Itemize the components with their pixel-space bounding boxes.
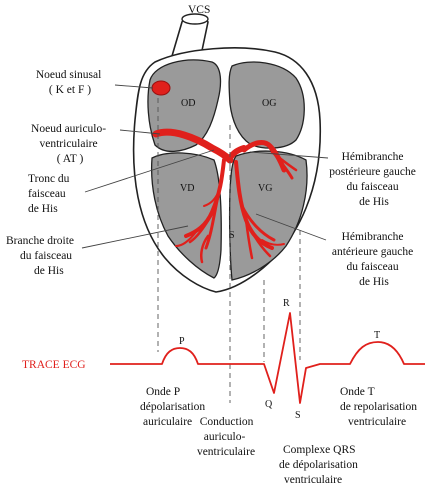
leader-lines — [81, 84, 329, 249]
vg-label: VG — [258, 183, 272, 194]
onde-p-label: Onde P dépolarisation auriculaire — [140, 386, 208, 428]
branche-droite-label: Branche droite du faisceau de His — [6, 235, 77, 277]
dashed-guides — [157, 98, 301, 403]
wave-s-label: S — [295, 410, 301, 421]
ecg-trace — [110, 312, 425, 404]
vcs-label: VCS — [188, 4, 210, 16]
chamber-og — [228, 61, 305, 149]
noeud-av-label: Noeud auriculo- ventriculaire ( AT ) — [31, 123, 109, 165]
complexe-qrs-label: Complexe QRS de dépolarisation ventricul… — [279, 444, 361, 486]
sinus-node — [151, 80, 171, 96]
right-branch — [184, 158, 226, 238]
vd-label: VD — [180, 183, 194, 194]
trace-ecg-label: TRACE ECG — [22, 359, 86, 371]
onde-t-label: Onde T de repolarisation ventriculaire — [340, 386, 420, 428]
septum-label: S — [229, 230, 235, 241]
noeud-sinusal-label: Noeud sinusal ( K et F ) — [36, 69, 104, 96]
superior-vena-cava — [170, 13, 209, 61]
hemi-posterieure-label: Hémibranche postérieure gauche du faisce… — [329, 151, 418, 208]
wave-p-label: P — [179, 336, 185, 347]
conduction-av-label: Conduction auriculo- ventriculaire — [197, 416, 256, 458]
og-label: OG — [262, 98, 276, 109]
wave-r-label: R — [283, 298, 290, 309]
chamber-vd — [150, 152, 222, 279]
av-node — [152, 128, 234, 164]
wave-q-label: Q — [265, 399, 273, 410]
hemi-anterieure-label: Hémibranche antérieure gauche du faiscea… — [332, 231, 416, 288]
tronc-his-label: Tronc du faisceau de His — [28, 173, 72, 215]
wave-t-label: T — [374, 330, 380, 341]
od-label: OD — [181, 98, 195, 109]
conduction-system — [151, 80, 298, 264]
